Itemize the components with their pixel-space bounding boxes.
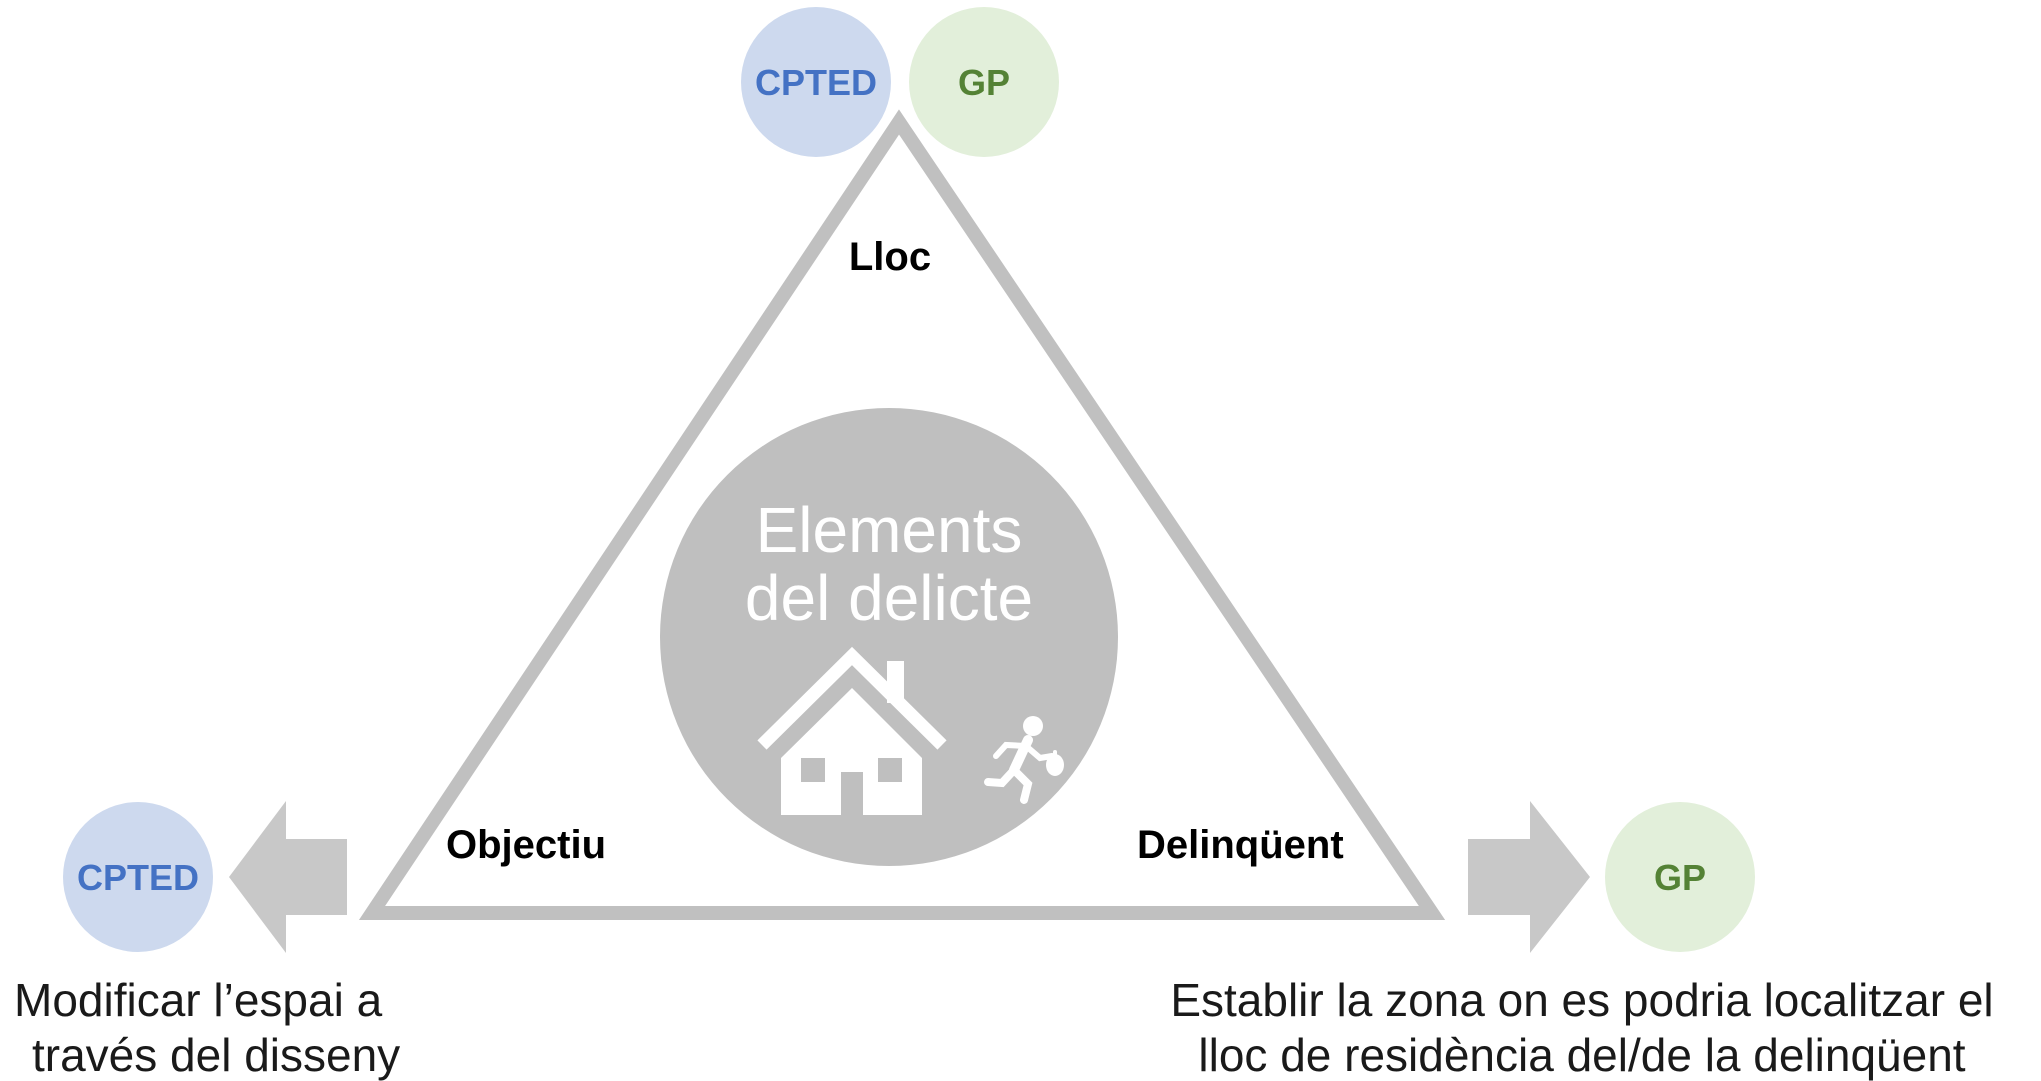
svg-text:CPTED: CPTED [755,62,877,103]
caption-left-line1: Modificar l’espai a [14,974,383,1026]
svg-text:CPTED: CPTED [77,857,199,898]
center-title-line2: del delicte [745,562,1033,634]
svg-text:GP: GP [1654,857,1706,898]
svg-text:GP: GP [958,62,1010,103]
badge-gp-right: GP [1605,802,1755,952]
badge-cpted-left: CPTED [63,802,213,952]
arrow-left [229,801,347,953]
caption-right-line2: lloc de residència del/de la delinqüent [1198,1029,1965,1081]
house-icon [757,646,947,815]
vertex-label-left: Objectiu [446,823,606,867]
vertex-label-right: Delinqüent [1137,823,1344,867]
vertex-label-top: Lloc [849,235,931,279]
crime-triangle [358,109,1446,920]
caption-right-line1: Establir la zona on es podria localitzar… [1170,974,1993,1026]
caption-left-line2: través del disseny [32,1029,400,1081]
arrow-right [1468,801,1590,953]
badge-cpted-top: CPTED [741,7,891,157]
center-title-line1: Elements [756,494,1023,566]
badge-gp-top: GP [909,7,1059,157]
running-thief-icon [984,716,1064,804]
